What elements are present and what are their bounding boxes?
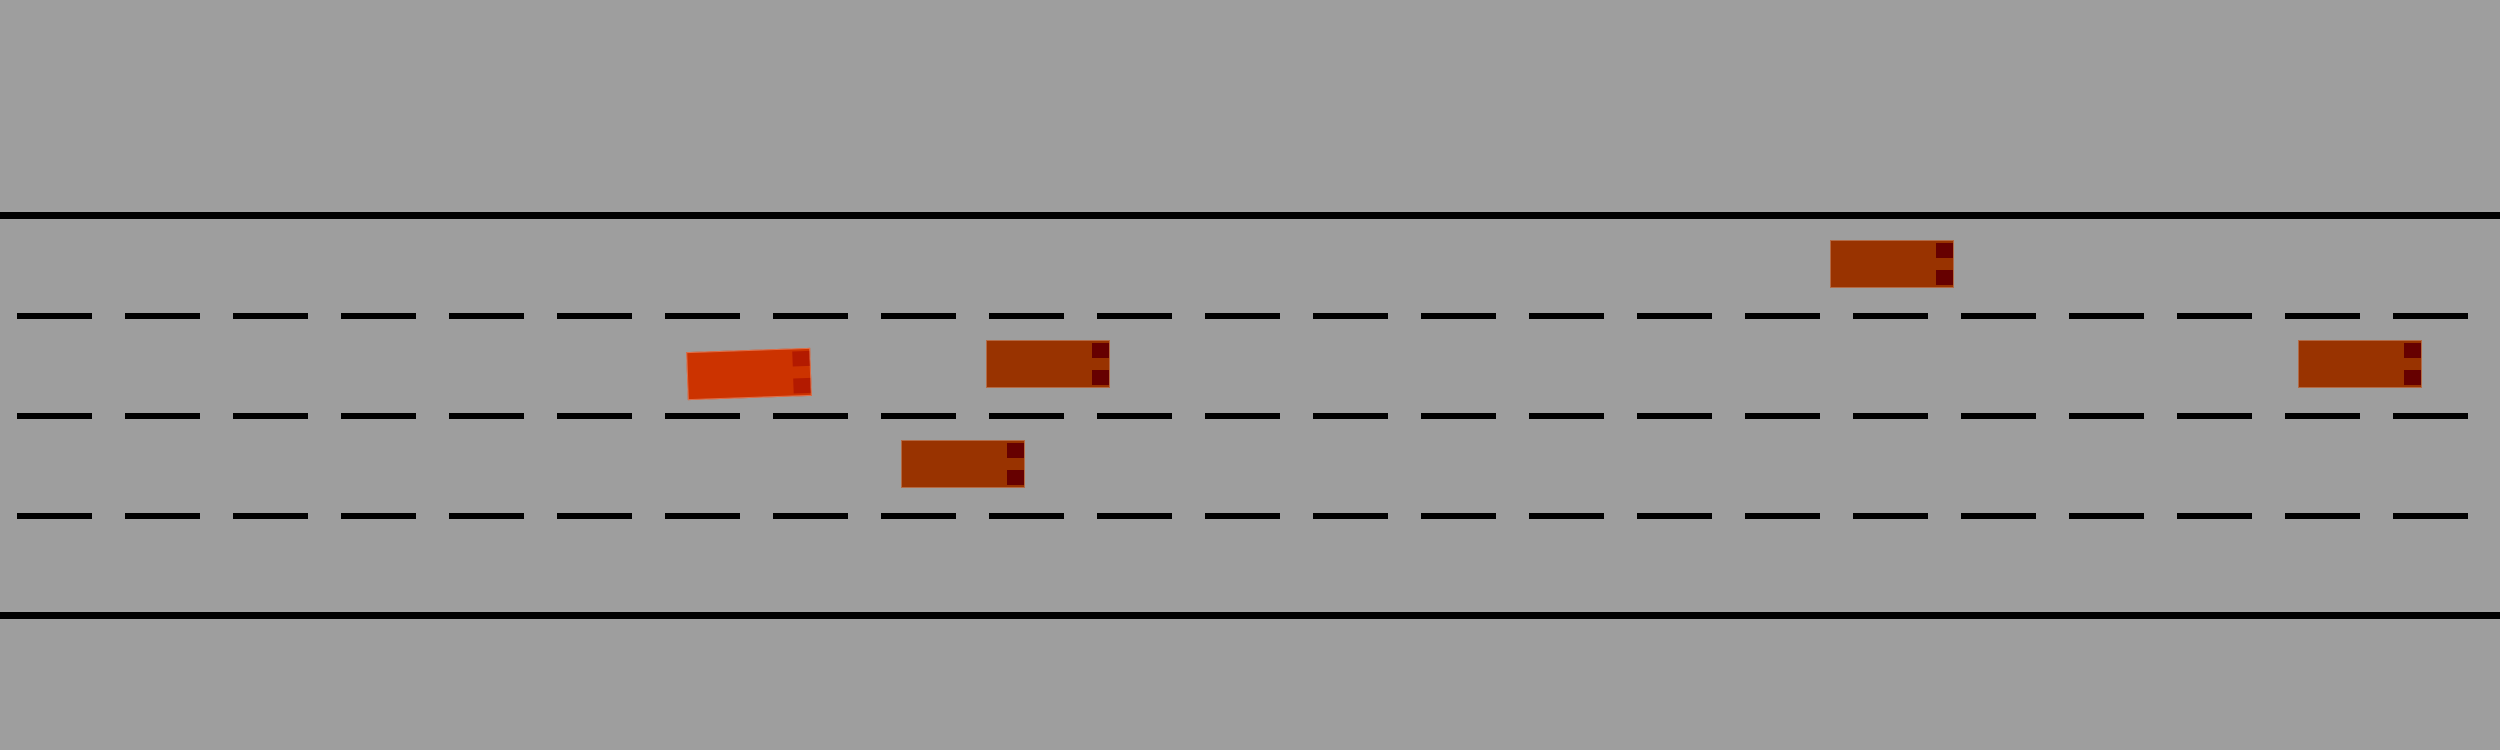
road-edge-bottom [0, 612, 2500, 619]
vehicle-car-1 [1830, 240, 1954, 288]
ego-headlight-right [793, 377, 811, 394]
ego-headlight-left [792, 350, 810, 367]
vehicle-car-4 [901, 440, 1025, 488]
road-edge-top [0, 212, 2500, 219]
vehicle-light-bottom [1936, 270, 1953, 285]
vehicle-light-top [1092, 343, 1109, 358]
lane-divider-3 [0, 513, 2500, 519]
vehicle-car-3 [2298, 340, 2422, 388]
vehicle-light-top [1007, 443, 1024, 458]
vehicle-light-top [1936, 243, 1953, 258]
vehicle-light-top [2404, 343, 2421, 358]
vehicle-light-bottom [1007, 470, 1024, 485]
lane-divider-1 [0, 313, 2500, 319]
vehicle-light-bottom [2404, 370, 2421, 385]
ego-vehicle [686, 347, 812, 401]
vehicle-light-bottom [1092, 370, 1109, 385]
vehicle-car-2 [986, 340, 1110, 388]
lane-divider-2 [0, 413, 2500, 419]
